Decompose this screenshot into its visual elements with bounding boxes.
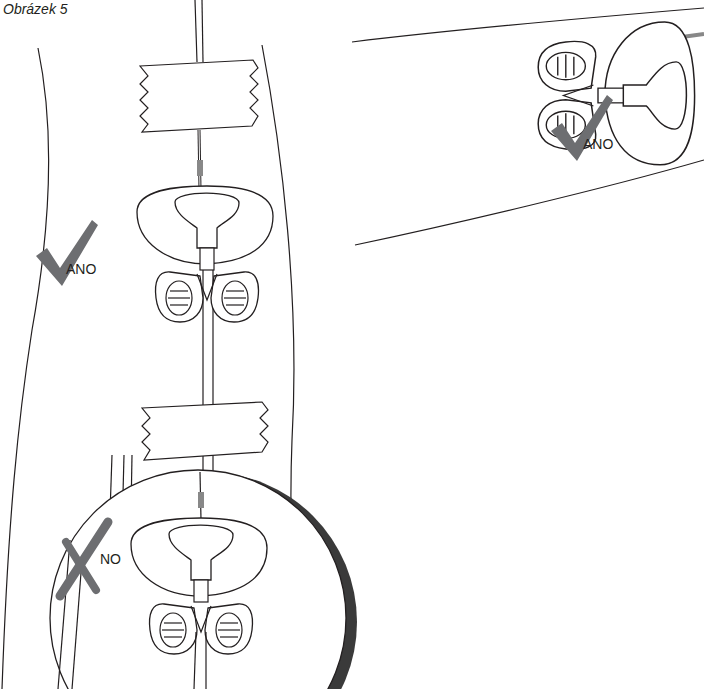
verdict-label: NO <box>100 552 121 566</box>
verdict-label: ANO <box>583 137 613 151</box>
check-mark <box>36 220 98 286</box>
verdict-label: ANO <box>66 262 96 276</box>
figure-title: Obrázek 5 <box>3 2 68 16</box>
check-mark <box>551 95 613 161</box>
